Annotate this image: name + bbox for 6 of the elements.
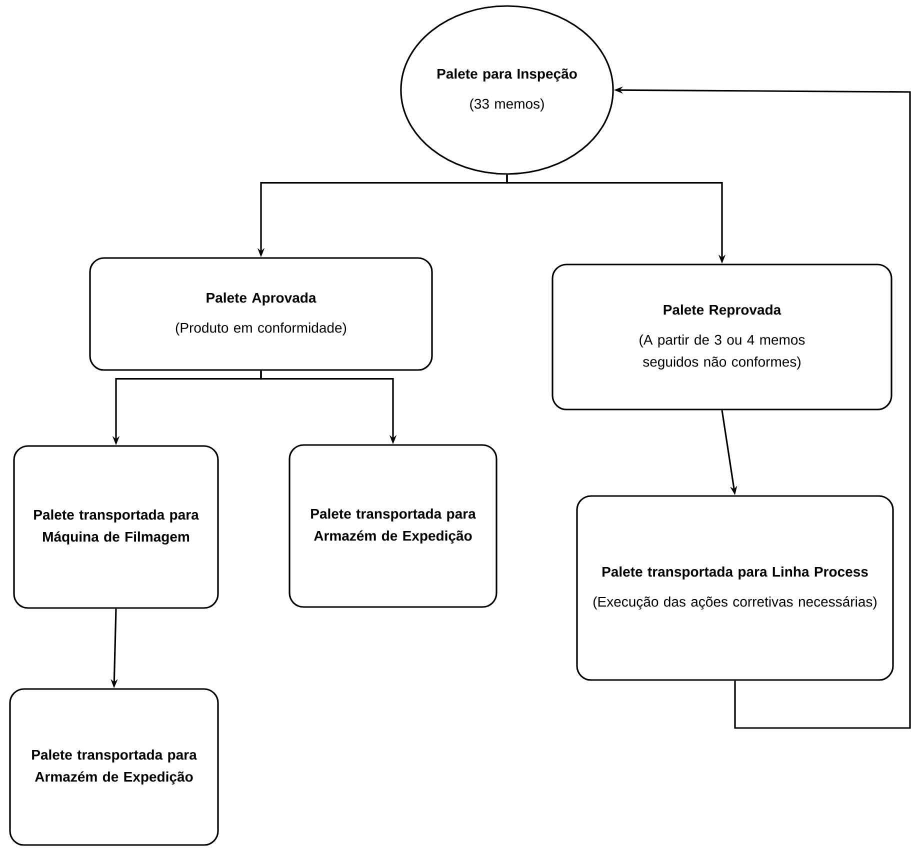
process-box: Palete Aprovada (Produto em conformidade) — [89, 257, 433, 371]
process-box: Palete transportada para Armazém de Expedição — [9, 688, 219, 846]
process-box: Palete transportada para Máquina de Filmagem — [13, 445, 219, 609]
process-box: Palete transportada para Armazém de Expedição — [288, 444, 498, 608]
process-box: Palete transportada para Linha Process (Execução das ações corretivas necessárias) — [576, 495, 894, 681]
process-box: Palete Reprovada (A partir de 3 ou 4 memos seguidos não conformes) — [552, 264, 892, 410]
